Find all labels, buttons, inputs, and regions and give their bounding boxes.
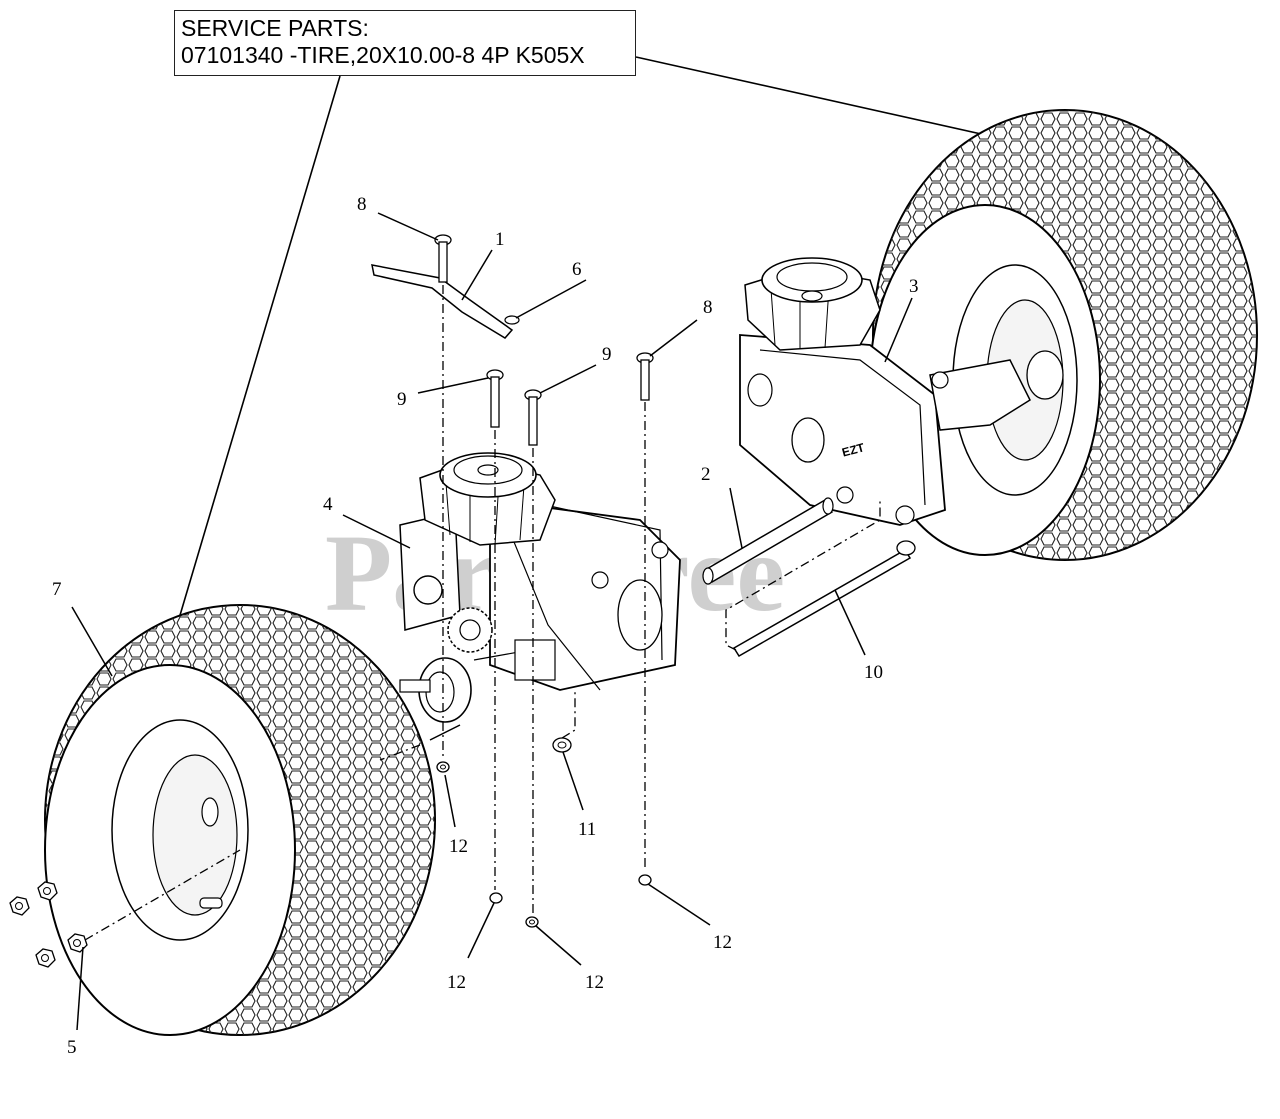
- assembly-centerlines: [84, 285, 881, 941]
- ezt-logo: EZT: [840, 440, 866, 460]
- callout-8-top: 8: [357, 194, 367, 215]
- service-parts-box: SERVICE PARTS: 07101340 -TIRE,20X10.00-8…: [174, 10, 636, 76]
- left-tire: [44, 604, 436, 1036]
- right-transaxle: EZT: [739, 257, 1064, 526]
- callout-9-right: 9: [602, 344, 612, 365]
- callout-7: 7: [52, 579, 62, 600]
- callout-8-right: 8: [703, 297, 713, 318]
- callout-12-a: 12: [449, 836, 468, 857]
- clamp-part-11: [552, 737, 572, 753]
- clip-part-6: [504, 315, 520, 325]
- bolt-part-8-left: [434, 234, 452, 283]
- spacer-tube-part-2: [702, 497, 834, 585]
- bolt-part-9-right: [524, 389, 542, 446]
- callout-3: 3: [909, 276, 919, 297]
- callout-6: 6: [572, 259, 582, 280]
- bolt-part-9-left: [486, 369, 504, 428]
- left-transaxle: [399, 452, 681, 741]
- washer-part-12-c: [525, 916, 539, 928]
- callout-5: 5: [67, 1037, 77, 1058]
- service-leader-right: [635, 56, 1009, 141]
- service-parts-heading: SERVICE PARTS:: [181, 15, 369, 41]
- callout-4: 4: [323, 494, 333, 515]
- callout-12-d: 12: [713, 932, 732, 953]
- callout-leaders: [71, 212, 913, 1031]
- long-rod-part-10: [732, 540, 916, 658]
- washer-part-12-b: [489, 892, 503, 904]
- callout-9-left: 9: [397, 389, 407, 410]
- callout-1: 1: [495, 229, 505, 250]
- bracket-part-1: [371, 264, 514, 339]
- callout-12-b: 12: [447, 972, 466, 993]
- washer-part-12-d: [638, 874, 652, 886]
- service-parts-tire-line: 07101340 -TIRE,20X10.00-8 4P K505X: [181, 42, 585, 68]
- callout-labels: 8 1 6 8 9 9 3 4 2 10 7 5 12 11 12 12 12: [52, 194, 919, 1058]
- callout-11: 11: [578, 819, 596, 840]
- washer-part-12-a: [436, 761, 450, 773]
- callout-2: 2: [701, 464, 711, 485]
- callout-12-c: 12: [585, 972, 604, 993]
- service-leader-left: [177, 75, 341, 623]
- bolt-part-8-right: [636, 352, 654, 401]
- callout-10: 10: [864, 662, 883, 683]
